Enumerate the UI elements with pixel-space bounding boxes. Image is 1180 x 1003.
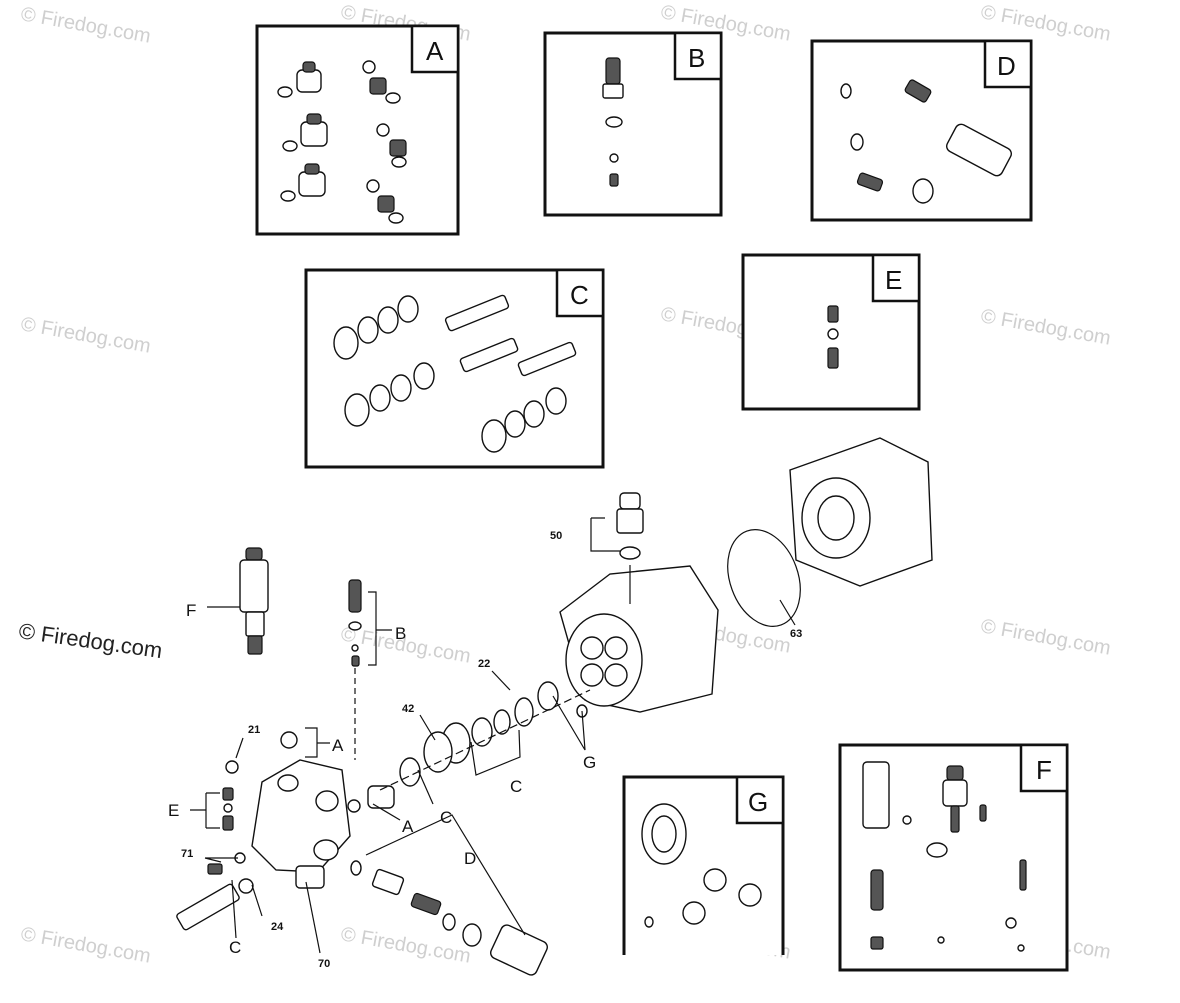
kit-c-panel: C <box>304 268 605 469</box>
oil-seal-icon <box>641 803 762 928</box>
watermark: © Firedog.com <box>979 305 1112 349</box>
check-valve-a-icon <box>347 785 395 813</box>
callout-d: D <box>464 849 476 868</box>
callout-22: 22 <box>478 658 490 670</box>
watermark: © Firedog.com <box>339 923 472 967</box>
ball-b-icon <box>351 644 359 652</box>
seal-kit-icon <box>333 294 577 453</box>
callout-c-left: C <box>440 808 452 827</box>
seat-e-icon <box>222 815 234 831</box>
manifold-icon <box>251 759 351 889</box>
callout-g: G <box>583 753 596 772</box>
check-valve-icon <box>277 60 407 224</box>
watermark: © Firedog.com <box>979 1 1112 45</box>
kit-c-letter: C <box>570 280 589 310</box>
watermark: © Firedog.com <box>19 313 152 357</box>
kit-b-letter: B <box>688 43 705 73</box>
unloader-d-icon <box>350 860 548 976</box>
callout-e: E <box>168 801 179 820</box>
o-ring-b-icon <box>348 621 362 631</box>
callout-f: F <box>186 601 196 620</box>
watermark: © Firedog.com <box>19 3 152 47</box>
plug-71-icon <box>207 863 223 875</box>
callout-63: 63 <box>790 628 802 640</box>
ball-e-icon <box>223 803 233 813</box>
seal-stack-icon <box>399 681 588 787</box>
callout-c-bottom: C <box>229 938 241 957</box>
kit-g-panel: G <box>622 775 785 955</box>
callout-21: 21 <box>248 724 260 736</box>
watermark: © Firedog.com <box>19 923 152 967</box>
spring-e-icon <box>222 787 234 801</box>
spring-ball-icon <box>827 305 839 369</box>
callout-70: 70 <box>318 958 330 970</box>
washer-24-icon <box>238 878 254 894</box>
crankcase-icon <box>789 437 933 587</box>
pump-assembly <box>176 437 933 976</box>
watermark: © Firedog.com <box>979 615 1112 659</box>
fitting-50-icon <box>616 492 644 560</box>
callout-a-mid: A <box>402 817 414 836</box>
callout-c-mid: C <box>510 777 522 796</box>
callout-71: 71 <box>181 848 193 860</box>
kit-f-letter: F <box>1036 755 1052 785</box>
kit-f-panel: F <box>838 743 1069 972</box>
callout-42: 42 <box>402 703 414 715</box>
o-ring-63-icon <box>727 528 801 628</box>
kit-e-panel: E <box>741 253 921 411</box>
fitting-b-icon <box>348 579 362 613</box>
o-ring-21-icon <box>225 760 239 774</box>
unloader-kit-icon <box>862 761 1027 952</box>
kit-e-letter: E <box>885 265 902 295</box>
callout-b: B <box>395 624 406 643</box>
kit-a-letter: A <box>426 36 444 66</box>
kit-a-panel: A <box>255 24 460 236</box>
callout-50: 50 <box>550 530 562 542</box>
unloader-f-icon <box>239 547 269 655</box>
watermark-main: © Firedog.com <box>17 618 164 663</box>
plug-b-icon <box>351 655 360 667</box>
bolt-c-icon <box>176 883 240 931</box>
unloader-parts-icon <box>840 79 1012 204</box>
kit-b-panel: B <box>543 31 723 217</box>
spring-a-icon <box>280 731 298 749</box>
kit-d-panel: D <box>810 39 1033 222</box>
callout-a-top: A <box>332 736 344 755</box>
pump-head-icon <box>559 565 719 713</box>
kit-g-letter: G <box>748 787 768 817</box>
kit-d-letter: D <box>997 51 1016 81</box>
grease-fitting-icon <box>602 57 624 187</box>
callout-24: 24 <box>271 921 284 933</box>
